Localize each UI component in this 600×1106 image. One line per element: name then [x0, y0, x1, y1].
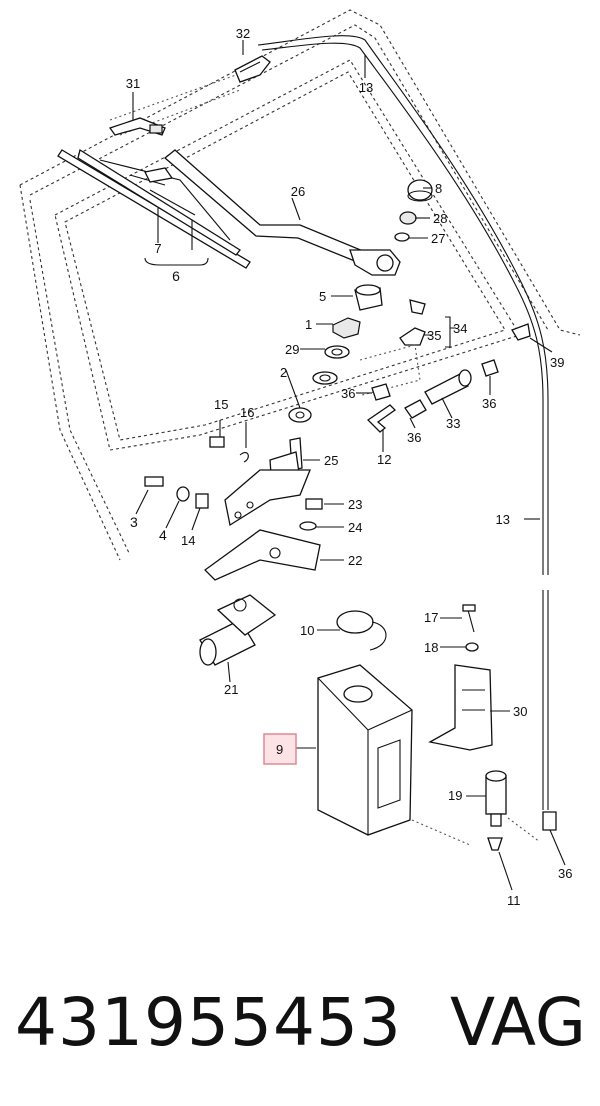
callout-6: 6: [172, 268, 180, 284]
callout-26: 26: [291, 184, 305, 199]
part-16-clip: [239, 452, 249, 463]
wiper-arm: [163, 149, 401, 276]
part-33-connector: [404, 369, 472, 419]
callout-28: 28: [433, 211, 447, 226]
part-27-washer: [394, 232, 410, 242]
callout-15: 15: [214, 397, 228, 412]
part-19-washer-pump: [485, 770, 507, 827]
callout-32: 32: [236, 26, 250, 41]
part-35-washer-jet: [359, 299, 426, 396]
callout-10: 10: [300, 623, 314, 638]
callout-8: 8: [435, 181, 442, 196]
wiper-blade: [57, 148, 251, 269]
callout-36-c: 36: [407, 430, 421, 445]
window-frame-outline: [19, 9, 581, 561]
callout-12: 12: [377, 452, 391, 467]
part-10-filler-cap: [336, 610, 387, 651]
part-39-clip: [511, 323, 531, 341]
part-22-bracket: [204, 529, 321, 581]
callout-19: 19: [448, 788, 462, 803]
callout-13-top: 13: [359, 80, 373, 95]
callout-24: 24: [348, 520, 362, 535]
callout-labels: 32 13 31 7 6 26 8 28 27 5 1 29 2 35 34 3…: [126, 26, 573, 908]
part-3-bolt: [144, 476, 164, 487]
callout-4: 4: [159, 527, 167, 543]
leader-lines: [132, 40, 566, 891]
callout-33: 33: [446, 416, 460, 431]
part-8-cap: [407, 179, 433, 202]
callout-21: 21: [224, 682, 238, 697]
callout-14: 14: [181, 533, 195, 548]
callout-17: 17: [424, 610, 438, 625]
part-28-nut: [399, 211, 417, 225]
part-24-washer: [299, 521, 317, 531]
parts-diagram: 32 13 31 7 6 26 8 28 27 5 1 29 2 35 34 3…: [19, 9, 581, 908]
callout-18: 18: [424, 640, 438, 655]
callout-36-d: 36: [558, 866, 572, 881]
callout-9: 9: [276, 742, 283, 757]
part-32-clip: [234, 55, 271, 83]
part-11-grommet: [487, 837, 503, 851]
callout-34: 34: [453, 321, 467, 336]
part-21-wiper-motor: [199, 594, 277, 666]
part-17-screw: [462, 604, 476, 633]
part-36-caps: [371, 359, 557, 831]
part-18-washer: [465, 642, 479, 652]
part-23-bolt: [305, 498, 323, 510]
part-5-cap: [354, 284, 383, 311]
callout-31: 31: [126, 76, 140, 91]
callout-13-side: 13: [496, 512, 510, 527]
callout-29: 29: [285, 342, 299, 357]
callout-27: 27: [431, 231, 445, 246]
callout-39: 39: [550, 355, 564, 370]
callout-23: 23: [348, 497, 362, 512]
part-15-bolt: [209, 436, 225, 448]
callout-35: 35: [427, 328, 441, 343]
callout-2: 2: [280, 365, 287, 380]
washer-hose: [257, 35, 549, 810]
part-4-washer: [176, 486, 190, 502]
callout-16: 16: [240, 405, 254, 420]
callout-36-a: 36: [341, 386, 355, 401]
footer: 431955453 VAG: [0, 975, 600, 1070]
callout-22: 22: [348, 553, 362, 568]
callout-30: 30: [513, 704, 527, 719]
part-9-washer-reservoir: [317, 664, 413, 836]
callout-11: 11: [507, 893, 521, 908]
part-number: 431955453: [15, 984, 402, 1061]
part-30-bracket: [428, 664, 493, 751]
callout-25: 25: [324, 453, 338, 468]
part-14-bushing: [195, 493, 209, 509]
part-31-clip: [108, 117, 166, 136]
part-29-washer: [324, 345, 350, 359]
exploded-view-drawing: 32 13 31 7 6 26 8 28 27 5 1 29 2 35 34 3…: [19, 9, 581, 908]
brand-name: VAG: [449, 984, 586, 1061]
callout-7: 7: [154, 241, 161, 256]
part-25-wiper-motor-shaft: [224, 437, 311, 527]
callout-36-b: 36: [482, 396, 496, 411]
part-12-hose: [366, 404, 397, 433]
callout-1: 1: [305, 317, 312, 332]
part-1-nut: [332, 317, 361, 339]
callout-3: 3: [130, 514, 138, 530]
callout-5: 5: [319, 289, 326, 304]
highlight-box: [263, 733, 297, 765]
